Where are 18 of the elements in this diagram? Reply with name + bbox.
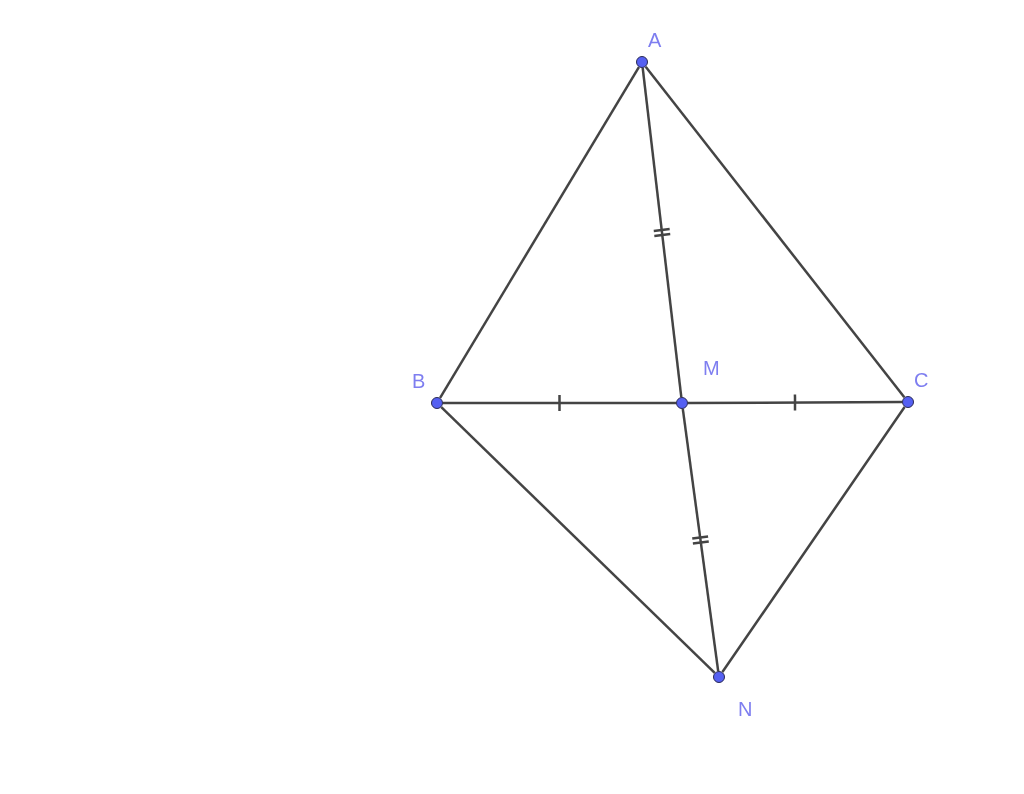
point-label: A (648, 30, 662, 50)
line-segment (443, 401, 676, 405)
line-segment (644, 65, 906, 399)
point (636, 30, 664, 68)
point-label: B (412, 371, 426, 391)
point (412, 371, 443, 409)
point (902, 370, 930, 408)
line-segment (641, 67, 683, 398)
point-label: M (703, 358, 720, 378)
point (676, 358, 719, 409)
point-label: N (738, 699, 753, 719)
line-segment (440, 406, 716, 674)
line-segment (688, 400, 902, 405)
point (713, 671, 754, 719)
point-label: C (914, 370, 929, 390)
line-segment (681, 408, 720, 672)
line-segment (721, 406, 906, 673)
line-segment (439, 66, 640, 399)
